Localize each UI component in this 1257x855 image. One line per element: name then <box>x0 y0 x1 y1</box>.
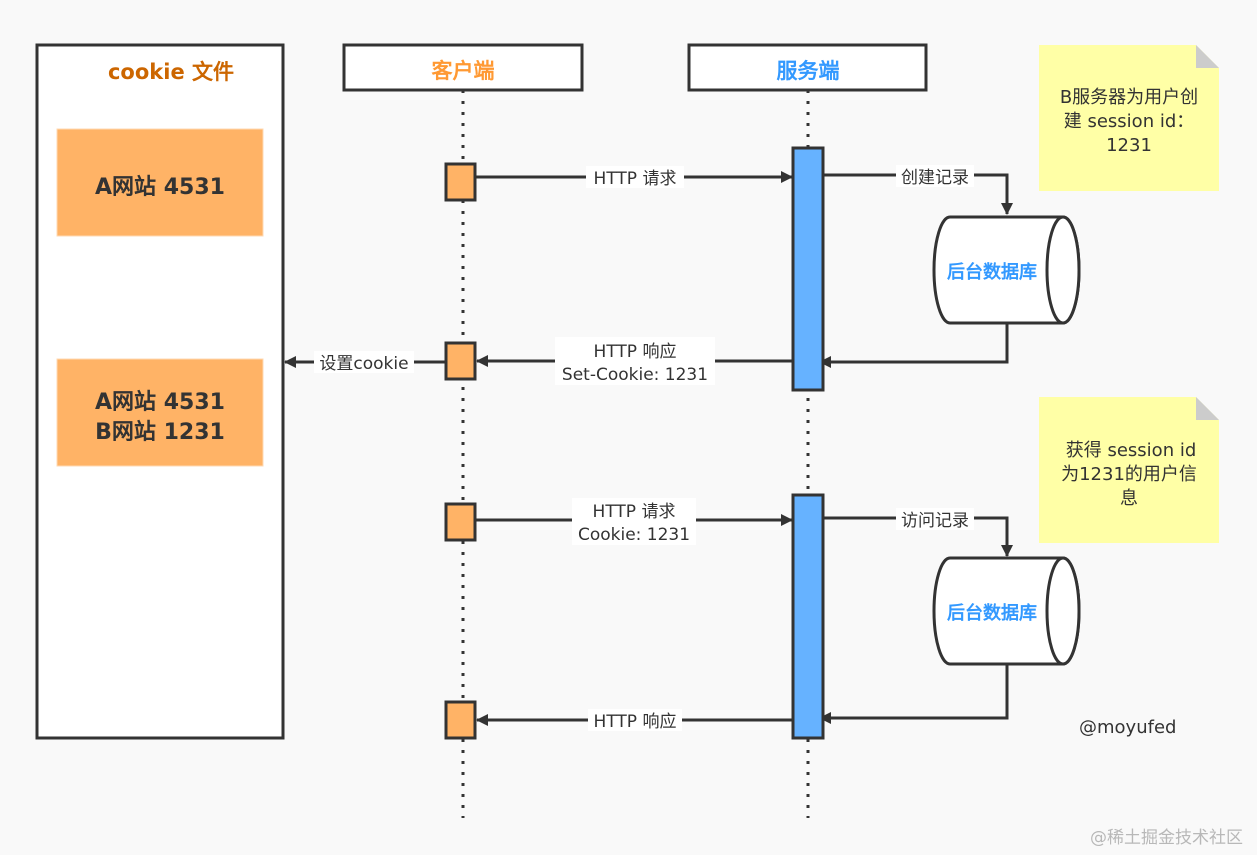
message-label: HTTP 请求 <box>593 502 676 522</box>
actor-client-label: 客户端 <box>432 59 495 83</box>
database-label: 后台数据库 <box>947 602 1037 624</box>
message-label: Cookie: 1231 <box>578 525 690 545</box>
note-line: 1231 <box>1106 135 1152 156</box>
message-label: 访问记录 <box>901 511 969 531</box>
message-request-2: HTTP 请求 Cookie: 1231 <box>476 498 793 545</box>
message-label: HTTP 响应 <box>594 712 677 732</box>
note-line: 为1231的用户信 <box>1061 464 1197 485</box>
client-activation <box>444 162 477 202</box>
client-activation <box>444 341 477 381</box>
message-access-record: 访问记录 <box>824 508 1013 557</box>
server-activation <box>791 493 825 740</box>
client-activation <box>444 502 477 542</box>
message-label: HTTP 请求 <box>594 169 677 189</box>
message-label: 创建记录 <box>901 168 969 188</box>
cookie-entry-line: B网站 1231 <box>95 420 225 445</box>
server-activation <box>791 146 825 392</box>
cookie-entry-line: A网站 4531 <box>95 390 225 415</box>
note-fold-icon <box>1196 397 1219 420</box>
cookie-file-title: cookie 文件 <box>108 60 234 84</box>
actor-client: 客户端 <box>342 43 584 92</box>
database-label: 后台数据库 <box>947 261 1037 283</box>
watermark: @稀土掘金技术社区 <box>1090 828 1243 848</box>
note-line: B服务器为用户创 <box>1060 87 1198 108</box>
actor-server-label: 服务端 <box>777 59 840 83</box>
cookie-file-panel: cookie 文件 A网站 4531 A网站 4531 B网站 1231 <box>35 43 285 740</box>
cookie-entry: A网站 4531 B网站 1231 <box>56 358 264 467</box>
message-request-1: HTTP 请求 <box>476 166 793 189</box>
message-label: 设置cookie <box>319 354 408 374</box>
cookie-entry: A网站 4531 <box>56 128 264 237</box>
note-line: 息 <box>1120 488 1138 509</box>
message-set-cookie: 设置cookie <box>284 351 445 374</box>
note-line: 建 session id： <box>1064 111 1195 132</box>
note: B服务器为用户创 建 session id： 1231 <box>1039 45 1219 191</box>
database-cylinder: 后台数据库 <box>932 556 1081 666</box>
cookie-entry-line: A网站 4531 <box>95 175 225 200</box>
message-create-record: 创建记录 <box>824 165 1013 215</box>
note-line: 获得 session id <box>1066 440 1197 461</box>
message-response-2: HTTP 响应 <box>476 709 793 732</box>
db-return-arrow <box>819 322 1009 368</box>
message-response-1: HTTP 响应 Set-Cookie: 1231 <box>476 337 793 385</box>
author-credit: @moyufed <box>1079 717 1176 738</box>
note: 获得 session id 为1231的用户信 息 <box>1039 397 1219 543</box>
actor-server: 服务端 <box>687 43 928 92</box>
db-return-arrow <box>819 664 1009 724</box>
database-cylinder: 后台数据库 <box>932 215 1081 325</box>
message-label: Set-Cookie: 1231 <box>562 365 708 385</box>
client-activation <box>444 700 477 740</box>
message-label: HTTP 响应 <box>594 342 677 362</box>
note-fold-icon <box>1196 45 1219 68</box>
